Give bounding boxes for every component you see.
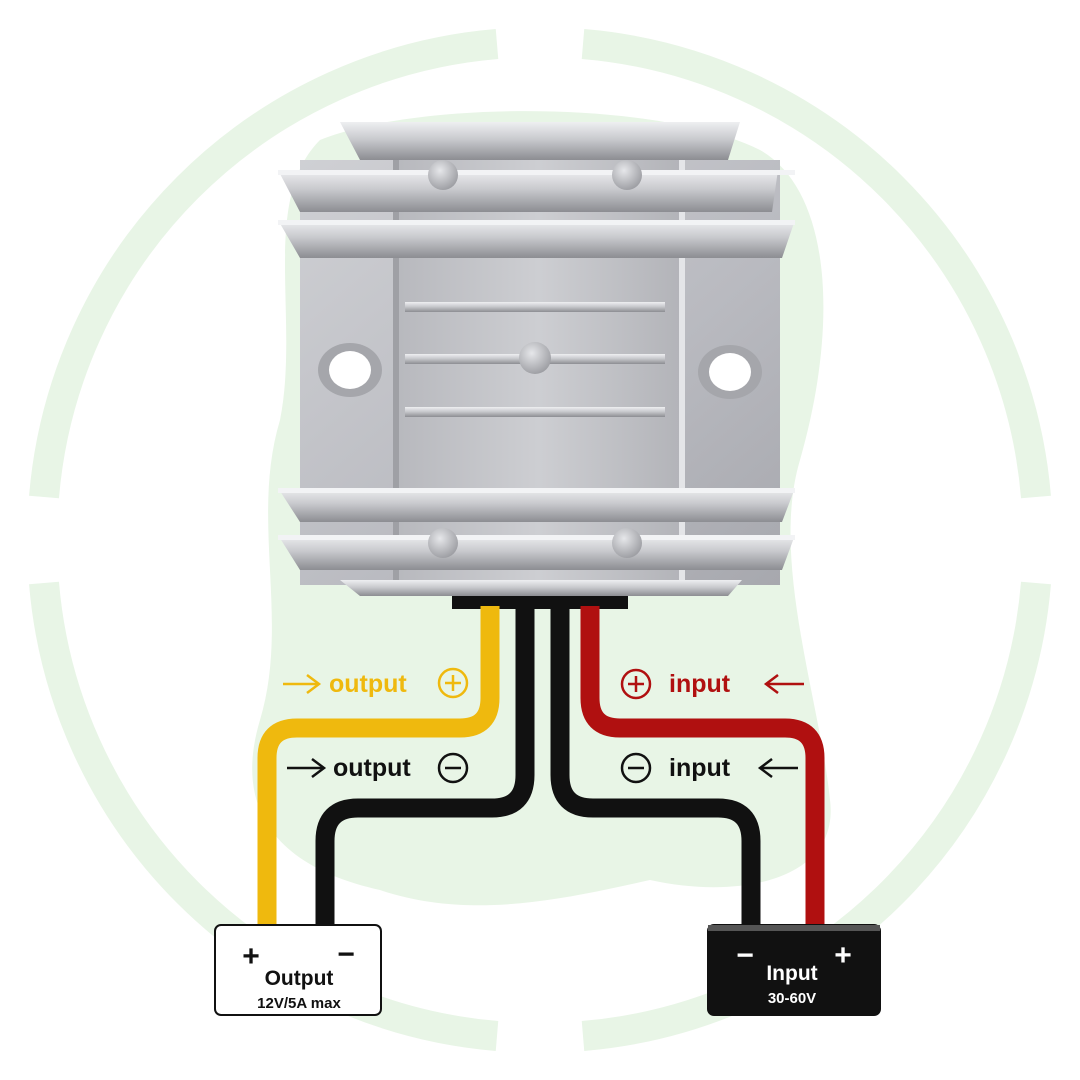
output-box-title: Output xyxy=(265,967,334,990)
heatsink-rib xyxy=(405,302,665,312)
plus-circle-icon xyxy=(620,668,652,700)
heatsink-fin xyxy=(340,122,740,160)
label-output-positive: output xyxy=(283,667,469,699)
output-positive-wire xyxy=(257,606,500,925)
input-terminal-box: − + Input 30-60V xyxy=(707,924,881,1016)
label-output-negative: output xyxy=(287,752,469,784)
output-positive-label: output xyxy=(329,670,407,698)
screw xyxy=(612,528,642,558)
wires xyxy=(257,606,825,925)
output-box-spec: 12V/5A max xyxy=(257,995,341,1012)
arrow-right-icon xyxy=(287,758,327,778)
mounting-hole-right xyxy=(698,345,762,399)
heatsink-fin xyxy=(278,488,795,522)
arrow-left-icon xyxy=(757,758,798,778)
screw xyxy=(428,160,458,190)
output-minus-sign: − xyxy=(337,938,355,971)
input-negative-label: input xyxy=(669,754,731,782)
plus-circle-icon xyxy=(437,667,469,699)
arrow-right-icon xyxy=(283,674,322,694)
label-input-negative: input xyxy=(620,752,798,784)
arrow-left-icon xyxy=(763,674,804,694)
output-negative-wire xyxy=(315,606,535,925)
screw xyxy=(612,160,642,190)
minus-circle-icon xyxy=(437,752,469,784)
heatsink-fin xyxy=(278,535,795,570)
heatsink-fin xyxy=(278,220,795,258)
cable-grommet xyxy=(452,596,628,609)
input-minus-sign: − xyxy=(736,939,754,972)
dc-converter-heatsink xyxy=(278,122,795,609)
input-positive-wire xyxy=(580,606,825,925)
heatsink-rib xyxy=(405,407,665,417)
output-plus-sign: + xyxy=(242,940,260,973)
output-negative-label: output xyxy=(333,754,411,782)
input-box-title: Input xyxy=(766,962,817,985)
heatsink-fin xyxy=(278,170,778,212)
input-negative-wire xyxy=(550,606,761,925)
heatsink-fin xyxy=(340,580,742,596)
screw xyxy=(428,528,458,558)
input-plus-sign: + xyxy=(834,939,852,972)
label-input-positive: input xyxy=(620,668,804,700)
minus-circle-icon xyxy=(620,752,652,784)
screw xyxy=(519,342,551,374)
input-positive-label: input xyxy=(669,670,731,698)
output-terminal-box: + − Output 12V/5A max xyxy=(214,924,382,1016)
mounting-hole-left xyxy=(318,343,382,397)
input-box-spec: 30-60V xyxy=(768,990,816,1007)
